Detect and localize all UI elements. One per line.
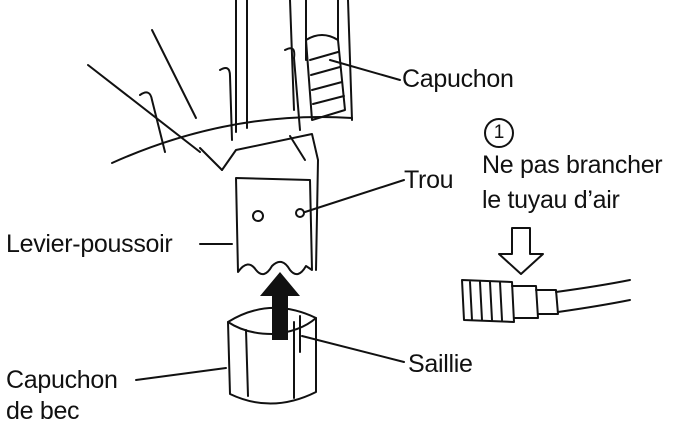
nose-body <box>289 135 306 161</box>
note-number-circle: 1 <box>484 118 514 148</box>
background-line <box>87 64 201 153</box>
magazine-edge <box>199 147 223 171</box>
down-arrow <box>498 227 544 275</box>
spring-wire <box>219 67 233 141</box>
air-hose <box>557 299 631 313</box>
spring-wire <box>284 47 301 131</box>
up-arrow <box>260 272 300 340</box>
nose-cap-body <box>227 317 317 405</box>
background-line <box>151 29 197 119</box>
nose-cap-inner <box>245 329 249 397</box>
upper-cap-ridge <box>312 95 345 105</box>
upper-cap-ridge <box>310 66 341 76</box>
coupler-nut <box>511 285 539 319</box>
note-line2: le tuyau d’air <box>482 186 620 214</box>
upper-cap <box>305 34 346 121</box>
leader-trou <box>304 179 405 213</box>
note-line1: Ne pas brancher <box>482 151 663 179</box>
label-levier-poussoir: Levier-poussoir <box>6 230 173 258</box>
label-capuchon-de-bec-line2: de bec <box>6 397 80 425</box>
coupler-ridge <box>469 281 473 321</box>
lever-hole <box>252 210 264 222</box>
leader-saillie <box>301 335 405 363</box>
coupler-ridge <box>479 281 483 321</box>
leader-capuchon-de-bec <box>135 367 227 381</box>
pusher-lever <box>235 177 313 276</box>
trou-hole <box>295 208 305 218</box>
air-hose <box>555 279 631 293</box>
tool-rail <box>347 0 353 121</box>
label-capuchon-de-bec-line1: Capuchon <box>6 366 118 394</box>
label-capuchon: Capuchon <box>402 65 514 93</box>
label-trou: Trou <box>404 166 454 194</box>
coupler-body <box>461 279 515 323</box>
tool-rail <box>289 0 295 111</box>
spring-wire <box>139 91 166 153</box>
upper-cap-ridge <box>309 51 339 61</box>
coupler-ridge <box>489 281 493 321</box>
coupler-ridge <box>499 281 503 321</box>
upper-cap-ridge <box>311 81 343 91</box>
coupler-fitting <box>535 289 559 315</box>
leader-capuchon <box>329 59 401 81</box>
nose-cap-rim <box>227 307 317 335</box>
nose-body <box>221 133 319 271</box>
magazine-edge <box>111 115 353 164</box>
label-saillie: Saillie <box>408 350 473 378</box>
